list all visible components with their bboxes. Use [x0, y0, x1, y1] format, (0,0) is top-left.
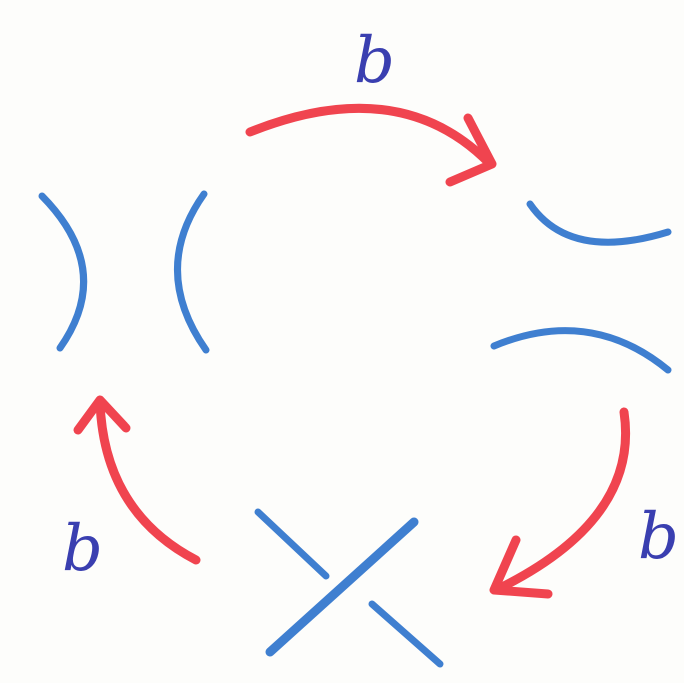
arrow-left-shaft: [95, 397, 201, 565]
state-two-horizontal-arcs: [490, 200, 672, 374]
vertical-arc-left: [38, 192, 88, 352]
move-label-left: b: [62, 512, 103, 586]
vertical-arc-right: [174, 190, 210, 354]
arrow-left: [73, 395, 201, 565]
arrow-right: [489, 407, 630, 599]
state-crossing: [254, 508, 444, 668]
crossing-understrand-lower: [368, 600, 444, 668]
arrow-right-head: [489, 535, 553, 599]
move-label-top: b: [354, 24, 395, 98]
crossing-overstrand: [265, 517, 419, 657]
arrow-top-shaft: [245, 103, 495, 169]
arrow-left-head: [73, 395, 131, 435]
move-label-right: b: [638, 500, 679, 574]
arrow-right-shaft: [491, 407, 630, 595]
horizontal-arc-upper: [526, 200, 672, 246]
horizontal-arc-lower: [490, 327, 672, 374]
state-two-vertical-arcs: [38, 190, 210, 354]
crossing-understrand-upper: [254, 508, 330, 580]
arrow-top-head: [445, 113, 497, 187]
arrow-top: [245, 103, 497, 187]
